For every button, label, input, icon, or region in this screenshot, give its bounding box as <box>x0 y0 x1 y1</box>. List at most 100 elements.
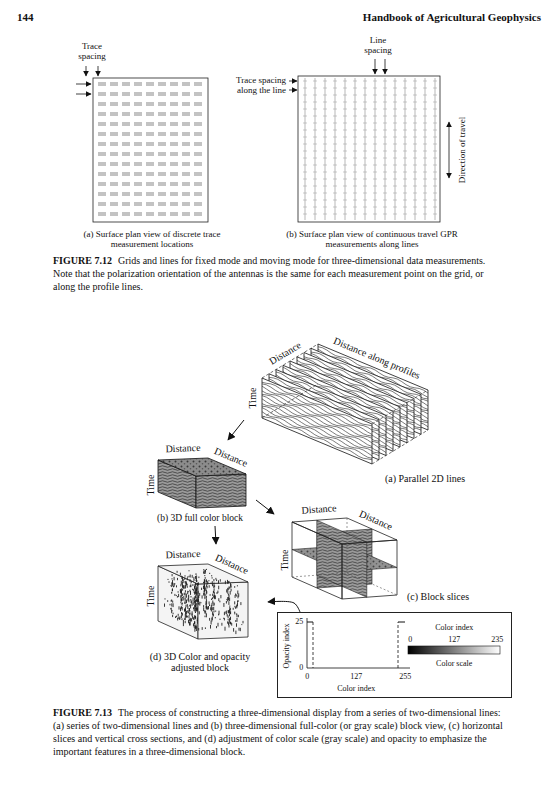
feature-mark <box>236 613 237 615</box>
feature-mark <box>172 610 173 611</box>
feature-mark <box>220 619 221 620</box>
trace-tick <box>323 102 327 103</box>
feature-mark <box>181 599 182 602</box>
profile-line <box>345 78 346 220</box>
trace-mark <box>158 163 166 165</box>
axis-label: Distance <box>213 445 250 469</box>
trace-mark <box>98 213 106 215</box>
feature-mark <box>206 598 207 601</box>
feature-mark <box>215 617 216 618</box>
feature-mark <box>187 616 188 618</box>
feature-mark <box>211 618 212 622</box>
trace-tick <box>383 214 387 215</box>
feature-mark <box>172 601 173 603</box>
trace-tick <box>333 193 337 194</box>
feature-mark <box>234 601 235 604</box>
feature-mark <box>187 606 188 609</box>
panel-caption: (c) Block slices <box>407 591 469 602</box>
feature-mark <box>211 608 212 612</box>
trace-mark <box>194 133 202 135</box>
trace-tick <box>363 88 367 89</box>
trace-tick <box>353 144 357 145</box>
feature-mark <box>195 576 196 579</box>
feature-mark <box>227 621 228 623</box>
feature-mark <box>188 595 189 599</box>
feature-mark <box>195 609 196 612</box>
feature-mark <box>196 624 197 627</box>
caption-block: FIGURE 7.13The process of constructing a… <box>53 706 505 758</box>
trace-mark <box>170 213 178 215</box>
trace-tick <box>353 207 357 208</box>
feature-mark <box>194 622 195 624</box>
feature-mark <box>198 602 199 604</box>
feature-mark <box>206 590 207 594</box>
trace-tick <box>373 95 377 96</box>
feature-mark <box>205 577 206 579</box>
feature-mark <box>229 581 230 583</box>
feature-mark <box>183 585 184 588</box>
trace-mark <box>170 123 178 125</box>
feature-mark <box>189 612 190 614</box>
spacing-label: Trace spacing along the line <box>222 76 286 96</box>
trace-mark <box>122 133 130 135</box>
tick-label: 0 <box>408 636 412 645</box>
feature-mark <box>223 603 224 607</box>
trace-mark <box>122 163 130 165</box>
trace-tick <box>373 158 377 159</box>
trace-mark <box>170 153 178 155</box>
trace-tick <box>403 207 407 208</box>
trace-tick <box>303 172 307 173</box>
feature-mark <box>196 589 197 591</box>
feature-mark <box>226 601 227 604</box>
feature-mark <box>218 598 219 601</box>
trace-mark <box>182 83 190 85</box>
feature-mark <box>197 607 198 610</box>
feature-mark <box>194 622 195 625</box>
trace-tick <box>423 151 427 152</box>
trace-tick <box>423 193 427 194</box>
trace-tick <box>383 81 387 82</box>
trace-tick <box>403 130 407 131</box>
trace-mark <box>98 113 106 115</box>
feature-mark <box>194 628 195 632</box>
trace-mark <box>170 173 178 175</box>
dimension-arrow <box>289 90 297 91</box>
flow-arrow <box>228 420 244 440</box>
trace-tick <box>383 123 387 124</box>
feature-mark <box>195 591 196 594</box>
feature-mark <box>195 586 196 588</box>
trace-tick <box>383 137 387 138</box>
trace-tick <box>323 193 327 194</box>
feature-mark <box>183 596 184 600</box>
feature-mark <box>191 596 192 598</box>
feature-mark <box>181 576 182 577</box>
feature-mark <box>185 614 186 618</box>
feature-mark <box>205 616 206 618</box>
trace-tick <box>423 88 427 89</box>
trace-tick <box>343 102 347 103</box>
panel-caption: (a) Surface plan view of discrete trace … <box>77 230 227 250</box>
trace-tick <box>433 130 437 131</box>
feature-mark <box>239 628 240 631</box>
trace-tick <box>383 200 387 201</box>
feature-mark <box>228 619 229 620</box>
feature-mark <box>196 578 197 582</box>
feature-mark <box>229 606 230 607</box>
trace-tick <box>313 172 317 173</box>
trace-tick <box>433 88 437 89</box>
radar-trace <box>262 412 372 459</box>
trace-tick <box>433 109 437 110</box>
feature-mark <box>197 600 198 601</box>
trace-tick <box>413 137 417 138</box>
trace-tick <box>313 109 317 110</box>
feature-mark <box>196 600 197 602</box>
feature-mark <box>235 594 236 596</box>
trace-tick <box>433 102 437 103</box>
trace-mark <box>134 153 142 155</box>
trace-mark <box>170 93 178 95</box>
feature-mark <box>186 581 187 585</box>
feature-mark <box>186 611 187 614</box>
feature-mark <box>205 611 206 613</box>
feature-mark <box>172 615 173 617</box>
feature-mark <box>186 596 187 598</box>
